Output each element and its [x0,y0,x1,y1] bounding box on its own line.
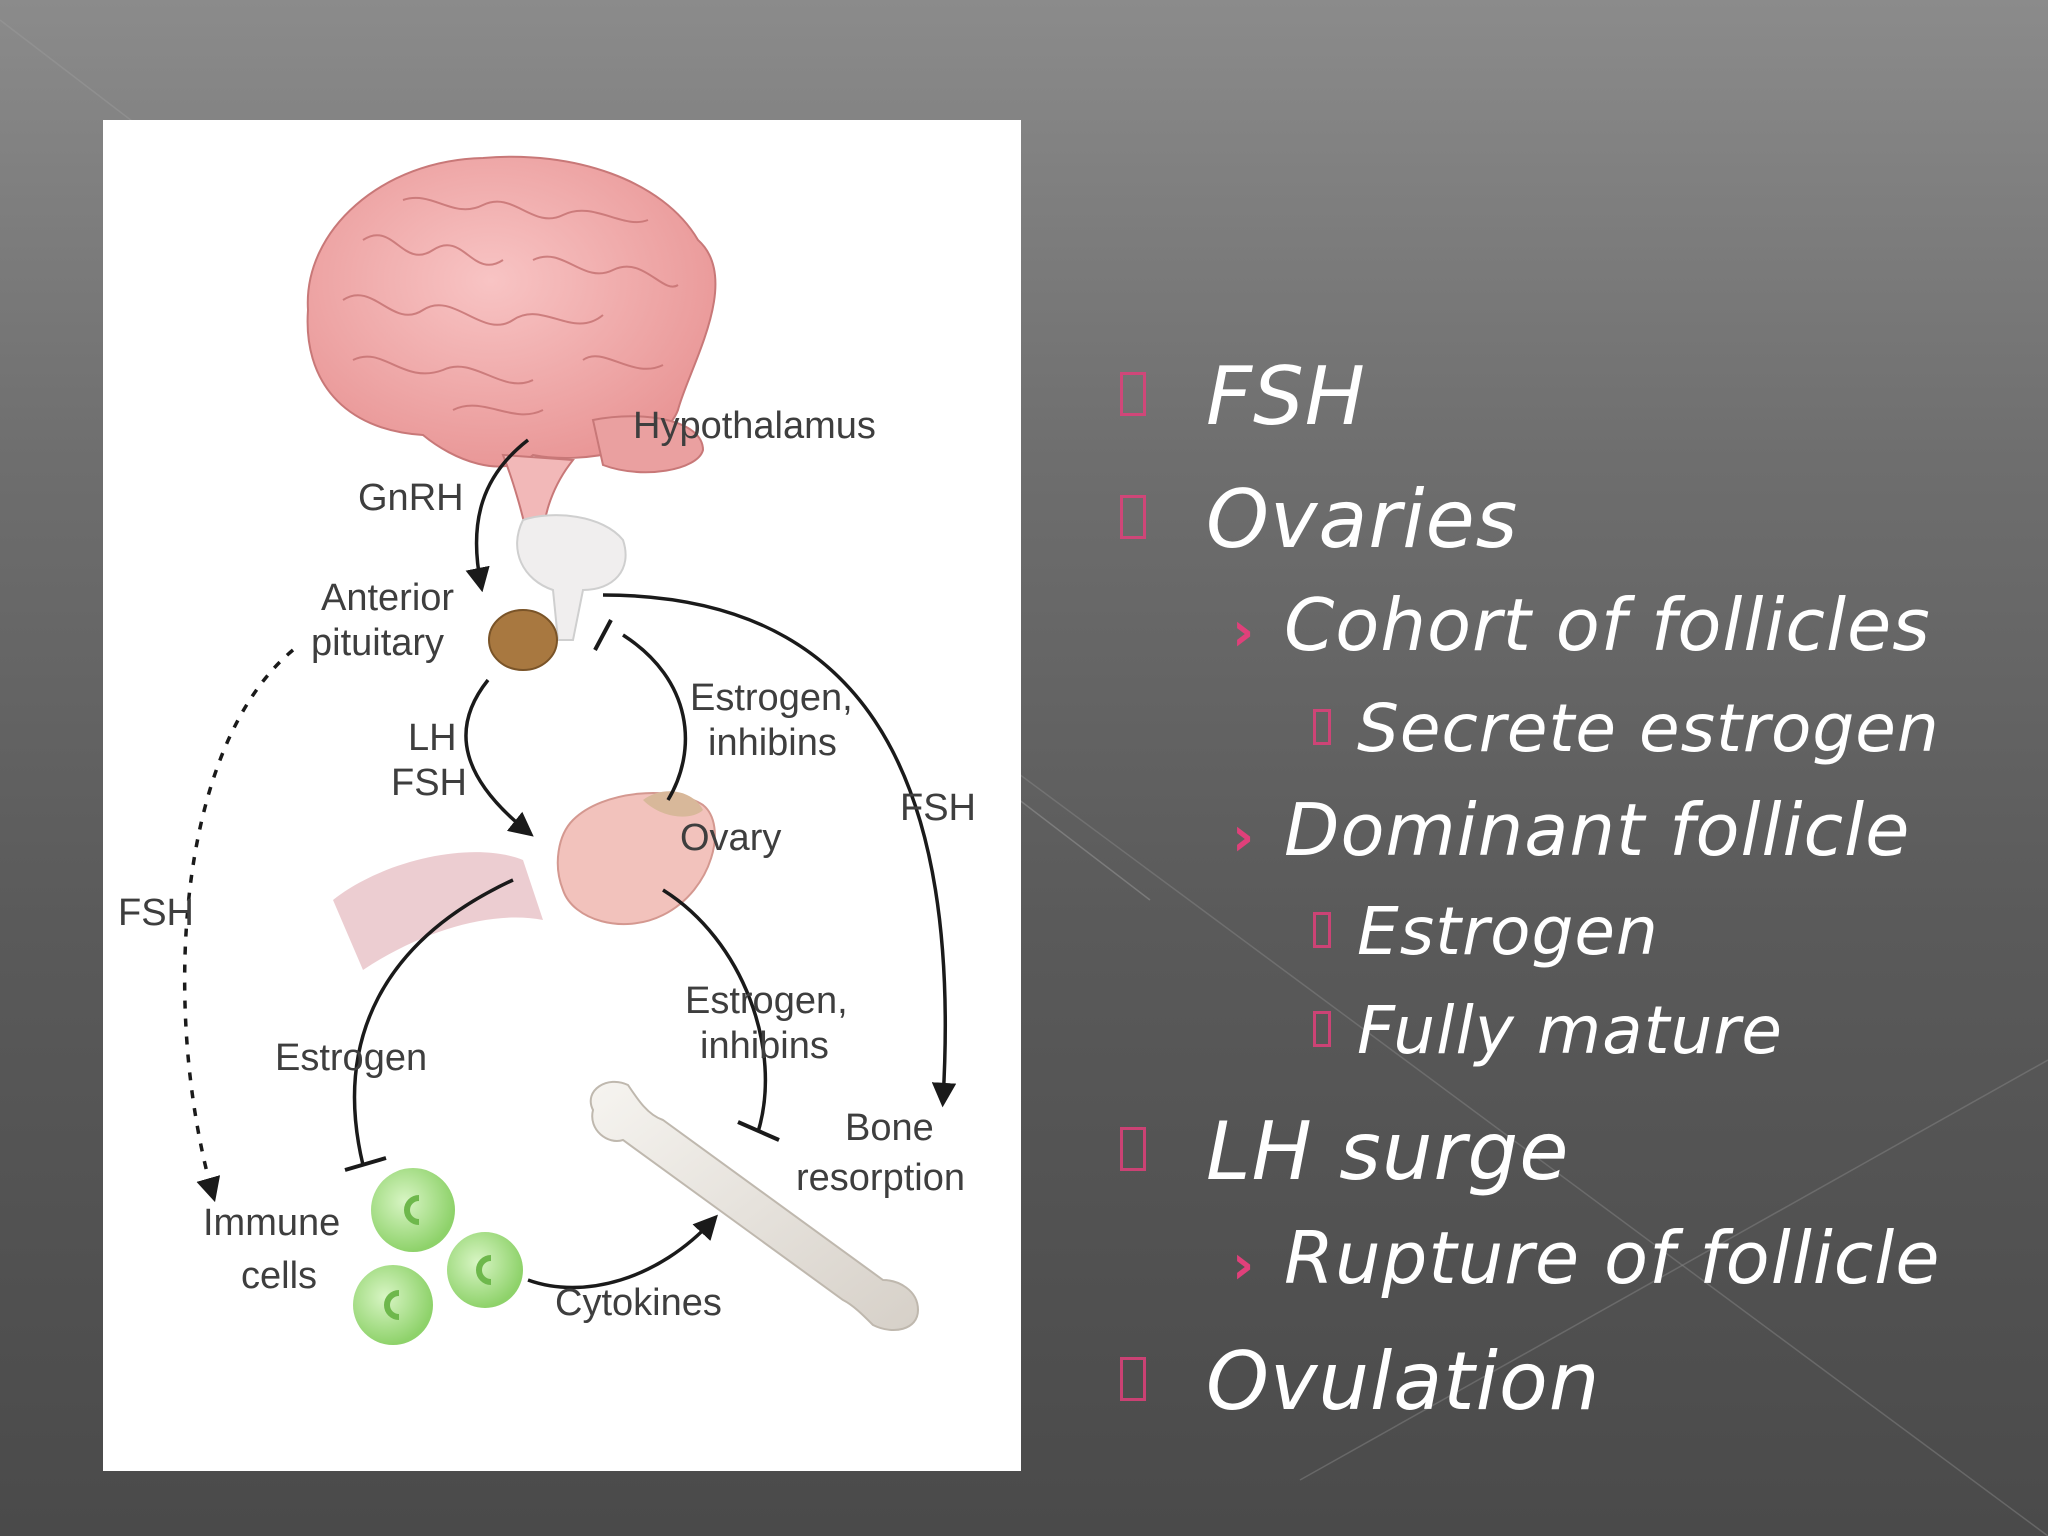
ovary-illustration [333,791,716,970]
bullet-text: Rupture of follicle [1284,1216,1941,1300]
bullet-estrogen: Estrogen [1313,893,1659,970]
brain-illustration [306,155,717,541]
bullet-text: LH surge [1206,1105,1570,1198]
estrogen-left-inhibit [352,878,514,1166]
bullet-text: Dominant follicle [1284,788,1911,872]
bullet-text: FSH [1206,350,1366,443]
label-anterior: Anterior [321,577,454,619]
label-lh: LH [408,717,457,759]
pituitary-illustration [488,514,627,671]
bullet-text: Estrogen [1357,893,1659,970]
label-pituitary: pituitary [311,622,444,664]
bullet-ovulation: Ovulation [1120,1335,1601,1428]
chevron-right-icon: › [1232,600,1255,663]
diagram-panel: Hypothalamus GnRH Anterior pituitary LH … [103,120,1021,1471]
label-estrogen-top-2: inhibins [708,722,837,764]
label-immune: Immune [203,1202,340,1244]
bullet-fsh: FSH [1120,350,1366,443]
bullet-ovaries: Ovaries [1120,473,1518,566]
label-estrogen-mid-2: inhibins [700,1025,829,1067]
label-estrogen-top-1: Estrogen, [690,677,853,719]
lh-fsh-arrow [464,678,534,837]
label-fsh-right: FSH [900,787,976,829]
label-fsh-center: FSH [391,762,467,804]
square-bullet-icon [1313,912,1331,948]
bone-illustration [589,1080,920,1331]
square-bullet-icon [1120,1127,1146,1171]
bullet-text: Ovaries [1206,473,1519,566]
immune-cells-illustration [353,1168,523,1345]
bullet-cohort-of-follicles: › Cohort of follicles [1232,583,1931,667]
label-bone: Bone [845,1107,934,1149]
label-gnrh: GnRH [358,477,464,519]
hormone-diagram: Hypothalamus GnRH Anterior pituitary LH … [118,155,976,1345]
chevron-right-icon: › [1232,805,1255,868]
bullet-list: FSH Ovaries › Cohort of follicles Secret… [1120,330,2020,1450]
fsh-left-dashed-arrow [182,648,295,1203]
gnrh-arrow [465,438,530,593]
bullet-dominant-follicle: › Dominant follicle [1232,788,1910,872]
bullet-text: Secrete estrogen [1357,690,1940,767]
label-estrogen-mid-1: Estrogen, [685,980,848,1022]
diagram-labels: Hypothalamus GnRH Anterior pituitary LH … [118,405,976,1324]
estrogen-mid-inhibit [662,888,768,1133]
label-cells: cells [241,1255,317,1297]
cytokines-arrow [527,1214,718,1290]
label-estrogen-left: Estrogen [275,1037,427,1079]
bullet-text: Cohort of follicles [1284,583,1931,667]
bullet-text: Fully mature [1357,992,1784,1069]
label-ovary: Ovary [680,817,781,859]
square-bullet-icon [1120,495,1146,539]
bullet-rupture-of-follicle: › Rupture of follicle [1232,1216,1941,1300]
label-cytokines: Cytokines [555,1282,722,1324]
label-fsh-left: FSH [118,892,194,934]
square-bullet-icon [1313,709,1331,745]
bullet-text: Ovulation [1206,1335,1601,1428]
bullet-lh-surge: LH surge [1120,1105,1569,1198]
fsh-right-arrow [602,593,957,1108]
pathway-arrows [182,438,957,1290]
bullet-secrete-estrogen: Secrete estrogen [1313,690,1940,767]
chevron-right-icon: › [1232,1233,1255,1296]
square-bullet-icon [1313,1011,1331,1047]
square-bullet-icon [1120,1357,1146,1401]
label-resorption: resorption [796,1157,965,1199]
bullet-fully-mature: Fully mature [1313,992,1783,1069]
estrogen-feedback-top [622,633,688,801]
square-bullet-icon [1120,372,1146,416]
label-hypothalamus: Hypothalamus [633,405,876,447]
